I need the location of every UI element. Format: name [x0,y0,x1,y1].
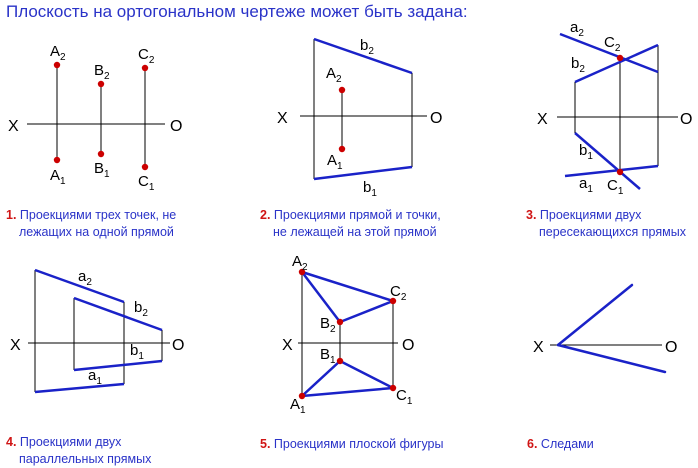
caption-1: 1. Проекциями трех точек, не лежащих на … [6,207,176,241]
label-a1: a1 [88,367,102,387]
line-b2 [574,43,659,84]
label-a2: a2 [78,268,92,288]
axis-label-o: O [430,110,442,127]
panel-5-plane-figure: X O A2 C2 B2 B1 A1 C1 [282,253,414,416]
label-a2: A2 [50,43,66,63]
caption-number: 2. [260,208,271,222]
trace-upper [556,283,634,347]
label-c1: C1 [138,173,155,193]
point-a2 [53,61,61,69]
caption-line-1: Следами [540,437,594,451]
label-c1: C1 [396,387,413,407]
axis-label-o: O [402,337,414,354]
caption-line-1: Проекциями трех точек, не [19,208,177,222]
label-b1: b1 [363,179,377,199]
point-c2 [616,54,624,62]
axis-label-x: X [277,110,288,127]
caption-line-1: Проекциями двух [19,435,122,449]
panel-6-traces: X O [533,283,677,374]
label-b1: B1 [320,346,336,366]
point-a1 [298,392,306,400]
point-a1 [338,145,346,153]
line-b1 [73,359,163,372]
label-a1: A1 [50,167,66,187]
label-b2: b2 [360,37,374,57]
label-c2: C2 [604,34,621,54]
panel-1-three-points: X O A2 B2 C2 A1 B1 C1 [8,43,182,193]
line-a1 [564,164,659,178]
caption-line-2: лежащих на одной прямой [19,225,174,239]
axis-label-o: O [170,118,182,135]
point-c2 [389,297,397,305]
label-a2: A2 [326,65,342,85]
page-title: Плоскость на ортогональном чертеже может… [6,2,468,21]
caption-number: 6. [527,437,538,451]
axis-label-o: O [680,111,692,128]
point-b2 [336,318,344,326]
point-c1 [389,384,397,392]
line-b1 [313,165,413,181]
caption-number: 3. [526,208,537,222]
label-c2: C2 [138,46,155,66]
point-c2 [141,64,149,72]
line-b1 [574,132,641,190]
point-b1 [336,357,344,365]
line-b2 [313,37,413,75]
label-b2: b2 [571,55,585,75]
label-b2: B2 [320,315,336,335]
axis-label-x: X [537,111,548,128]
line-a2 [559,32,659,74]
trace-lower [556,343,667,374]
caption-5: 5. Проекциями плоской фигуры [260,436,443,453]
label-a1: A1 [290,396,306,416]
axis-label-x: X [8,118,19,135]
point-c1 [616,168,624,176]
axis-label-o: O [665,339,677,356]
line-b2 [73,296,163,332]
axis-label-x: X [533,339,544,356]
caption-line-1: Проекциями двух [539,208,642,222]
panel-3-intersecting-lines: X O a2 C2 b2 b1 a1 C1 [537,19,692,197]
label-a2: A2 [292,253,308,273]
point-a2 [298,268,306,276]
caption-line-2: пересекающихся прямых [539,225,686,239]
axis-label-o: O [172,337,184,354]
caption-number: 4. [6,435,17,449]
caption-3: 3. Проекциями двух пересекающихся прямых [526,207,686,241]
label-b1: b1 [579,142,593,162]
label-c2: C2 [390,283,407,303]
axis-label-x: X [282,337,293,354]
caption-line-1: Проекциями прямой и точки, [273,208,441,222]
line-a1 [34,382,125,394]
label-c1: C1 [607,177,624,197]
point-b1 [97,150,105,158]
label-b1: b1 [130,342,144,362]
panel-4-parallel-lines: X O a2 b2 b1 a1 [10,268,184,394]
label-a1: a1 [579,175,593,195]
label-b2: B2 [94,62,110,82]
triangle-horizontal-projection [300,359,395,398]
label-b1: B1 [94,160,110,180]
caption-6: 6. Следами [527,436,594,453]
caption-2: 2. Проекциями прямой и точки, не лежащей… [260,207,441,241]
caption-number: 1. [6,208,17,222]
triangle-frontal-projection [300,270,395,324]
caption-number: 5. [260,437,271,451]
caption-4: 4. Проекциями двух параллельных прямых [6,434,151,468]
axis-label-x: X [10,337,21,354]
caption-line-2: параллельных прямых [19,452,152,466]
point-a1 [53,156,61,164]
label-a2: a2 [570,19,584,39]
label-a1: A1 [327,152,343,172]
point-c1 [141,163,149,171]
panel-2-line-and-point: X O b2 A2 A1 b1 [277,37,442,199]
label-b2: b2 [134,299,148,319]
point-b2 [97,80,105,88]
caption-line-1: Проекциями плоской фигуры [273,437,444,451]
line-a2 [34,268,125,304]
caption-line-2: не лежащей на этой прямой [273,225,437,239]
point-a2 [338,86,346,94]
